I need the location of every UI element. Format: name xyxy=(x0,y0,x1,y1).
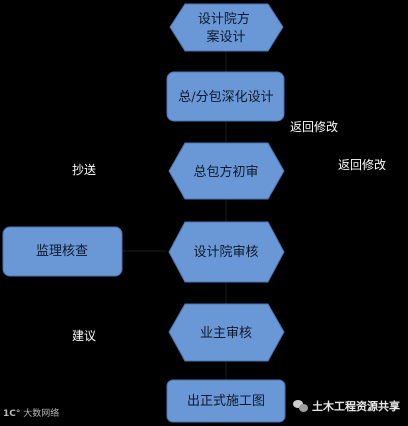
node-step3-shape xyxy=(168,221,285,283)
edge-label-copy: 抄送 xyxy=(72,163,97,177)
wechat-icon xyxy=(293,399,309,413)
node-start-line-2: 案设计 xyxy=(206,30,245,45)
watermark-left-text: 大数网络 xyxy=(23,409,60,419)
node-start-text: 设计院方 案设计 xyxy=(198,11,254,45)
watermark-left-logo-icon: 1C° xyxy=(3,409,21,419)
watermark-left: 1C° 大数网络 xyxy=(3,406,59,419)
node-side-text: 监理核查 xyxy=(36,244,88,259)
edge-label-suggest: 建议 xyxy=(72,329,97,343)
watermark-right-text: 土木工程资源共享 xyxy=(312,400,400,413)
node-step2-shape xyxy=(168,142,285,200)
node-side-shape xyxy=(2,226,123,277)
edge-label-return-2: 返回修改 xyxy=(338,158,387,172)
node-step4-shape xyxy=(168,303,285,362)
node-step2-text: 总包方初审 xyxy=(193,164,258,180)
node-step1-text: 总/分包深化设计 xyxy=(178,90,273,105)
node-step1-shape xyxy=(166,71,285,122)
edge-label-return-1: 返回修改 xyxy=(290,120,339,134)
node-step3-text: 设计院审核 xyxy=(193,245,258,260)
node-start-line-1: 设计院方 xyxy=(198,11,250,27)
node-end-text: 出正式施工图 xyxy=(187,394,265,409)
node-start-shape xyxy=(169,3,284,52)
watermark-right: 土木工程资源共享 xyxy=(293,398,400,414)
node-end-shape xyxy=(166,379,286,423)
node-step4-text: 业主审核 xyxy=(200,326,252,341)
